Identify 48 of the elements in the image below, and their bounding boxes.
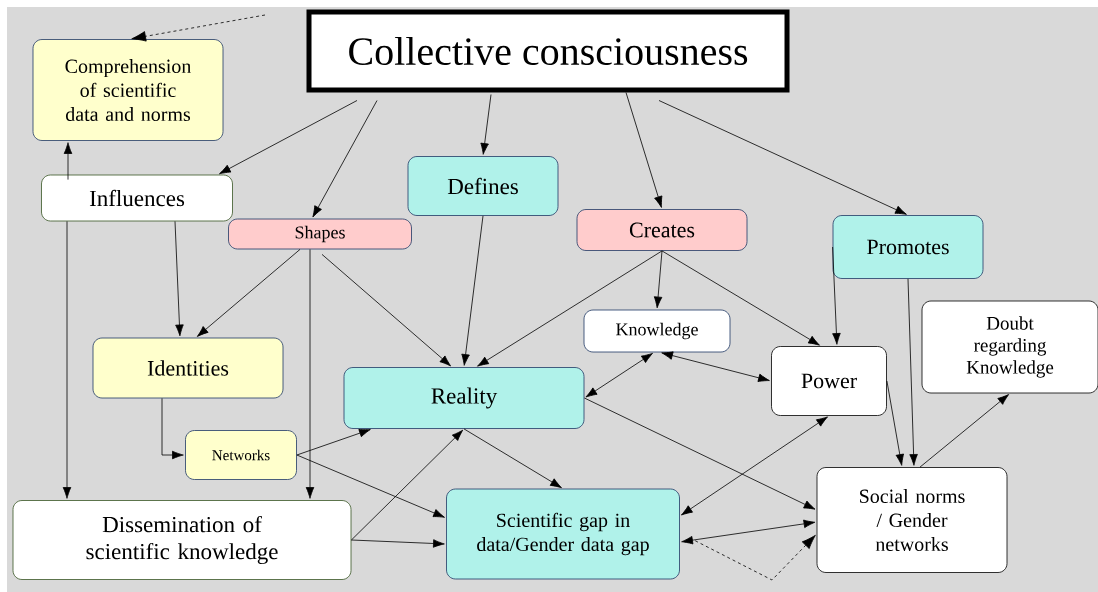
arrow (321, 254, 452, 367)
arrow (296, 454, 445, 518)
arrow (161, 398, 184, 460)
concept-box: Influences (41, 174, 233, 222)
concept-box: Identities (92, 337, 284, 399)
arrow (584, 397, 816, 510)
concept-box: Networks (185, 430, 297, 480)
concept-box: Social norms / Gender networks (816, 467, 1008, 573)
arrow (351, 539, 445, 548)
arrow (461, 215, 484, 366)
arrow (305, 249, 315, 499)
concept-box: Doubt regarding Knowledge (921, 300, 1098, 394)
arrow (131, 14, 266, 42)
concept-box: Knowledge (583, 309, 731, 353)
arrow (625, 92, 663, 208)
arrow (661, 250, 820, 346)
arrow (653, 250, 663, 309)
concept-box: Creates (576, 209, 748, 251)
arrow (681, 519, 816, 545)
arrow (658, 100, 907, 215)
concept-box: Defines (407, 156, 559, 216)
arrow (480, 94, 492, 155)
arrow (62, 221, 72, 499)
arrow (63, 142, 73, 180)
concept-box: Dissemination of scientific knowledge (12, 500, 352, 580)
arrow (174, 221, 184, 337)
arrow (312, 100, 378, 218)
arrow (196, 249, 301, 337)
concept-box: Shapes (228, 218, 412, 250)
arrow (907, 278, 918, 466)
arrow (919, 394, 1010, 468)
arrow (681, 416, 828, 516)
arrow (832, 246, 841, 345)
concept-box: Promotes (832, 215, 984, 279)
concept-box: Power (771, 346, 887, 416)
arrow (477, 250, 663, 367)
concept-box: Reality (343, 367, 585, 429)
arrow (463, 428, 562, 489)
arrow (351, 429, 464, 541)
arrow (661, 351, 770, 382)
arrow (296, 429, 371, 456)
concept-box: Comprehension of scientific data and norms (32, 39, 224, 141)
arrow (886, 380, 904, 466)
title-box: Collective consciousness (306, 9, 790, 93)
arrow (219, 100, 358, 175)
concept-box: Scientific gap in data/Gender data gap (446, 488, 680, 580)
arrow (585, 353, 653, 398)
arrow (689, 534, 816, 581)
